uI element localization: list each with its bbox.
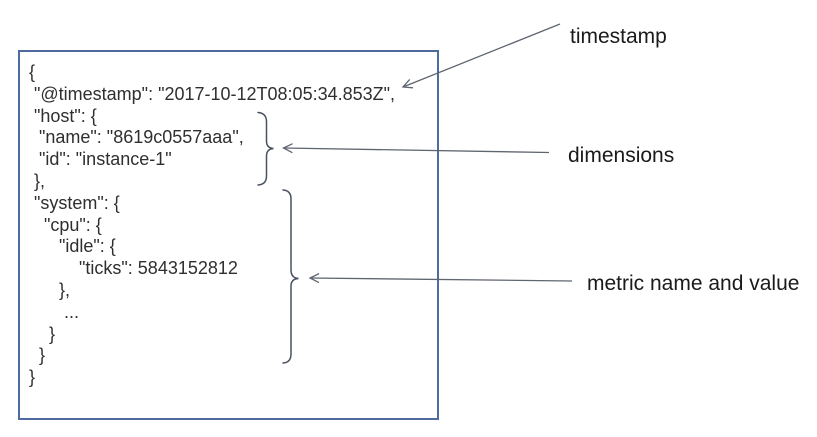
json-event-box: { "@timestamp": "2017-10-12T08:05:34.853…: [18, 50, 439, 420]
code-line: "name": "8619c0557aaa",: [29, 127, 244, 148]
dimensions-label: dimensions: [568, 144, 675, 167]
code-line: "id": "instance-1": [29, 149, 172, 170]
code-line: "idle": {: [29, 236, 116, 257]
code-line: }: [29, 345, 46, 366]
code-line: },: [29, 279, 71, 300]
code-line: "system": {: [29, 192, 120, 213]
code-line: "cpu": {: [29, 214, 102, 235]
metric-name-and-value-label: metric name and value: [587, 272, 800, 295]
code-line: }: [29, 367, 36, 388]
code-line: },: [29, 170, 46, 191]
code-line: }: [29, 323, 56, 344]
code-line: ...: [29, 301, 80, 322]
code-line: "@timestamp": "2017-10-12T08:05:34.853Z"…: [29, 83, 396, 104]
code-line: {: [29, 62, 36, 82]
json-code-block: { "@timestamp": "2017-10-12T08:05:34.853…: [29, 62, 395, 389]
timestamp-label: timestamp: [570, 25, 667, 48]
code-line: "ticks": 5843152812: [29, 258, 238, 279]
code-line: "host": {: [29, 105, 97, 126]
